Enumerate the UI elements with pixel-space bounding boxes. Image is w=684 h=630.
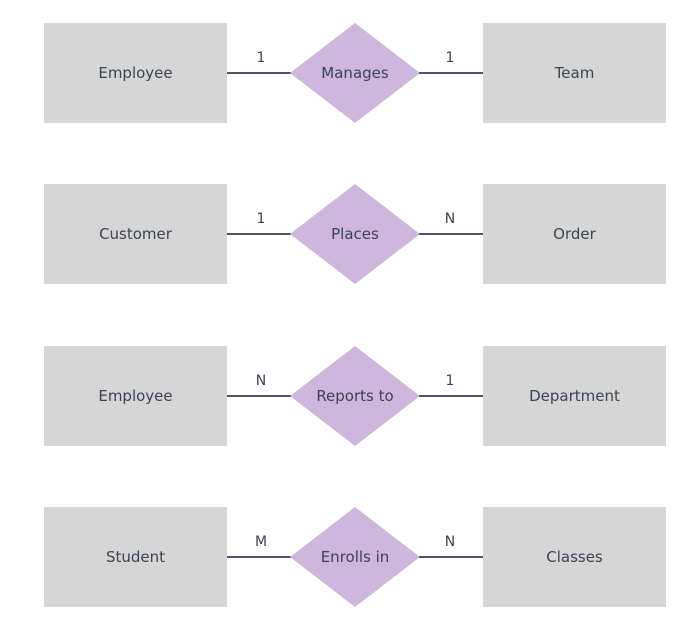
cardinality-label: N [444, 534, 456, 550]
relationship-row-reports-to: Employee N Reports to 1 Department [0, 346, 684, 446]
connector-line [227, 395, 291, 397]
relationship-label: Places [331, 225, 379, 243]
entity-label: Team [554, 64, 595, 82]
diamond-shape [290, 23, 420, 123]
entity-student: Student [44, 507, 227, 607]
cardinality-label: 1 [445, 50, 455, 66]
entity-order: Order [483, 184, 666, 284]
entity-department: Department [483, 346, 666, 446]
connector-line [419, 556, 483, 558]
connector-line [419, 233, 483, 235]
connector-line [227, 556, 291, 558]
connector-line [419, 395, 483, 397]
diamond-shape [290, 346, 420, 446]
entity-label: Customer [99, 225, 172, 243]
entity-label: Employee [98, 64, 173, 82]
relationship-row-enrolls-in: Student M Enrolls in N Classes [0, 507, 684, 607]
entity-label: Department [529, 387, 620, 405]
entity-classes: Classes [483, 507, 666, 607]
entity-label: Employee [98, 387, 173, 405]
relationship-label: Enrolls in [320, 548, 390, 566]
entity-customer: Customer [44, 184, 227, 284]
relationship-row-manages: Employee 1 Manages 1 Team [0, 23, 684, 123]
cardinality-label: N [255, 373, 267, 389]
relationship-diamond-enrolls-in: Enrolls in [290, 507, 420, 607]
relationship-diamond-manages: Manages [290, 23, 420, 123]
connector-line [419, 72, 483, 74]
cardinality-label: 1 [256, 50, 266, 66]
entity-employee: Employee [44, 346, 227, 446]
entity-team: Team [483, 23, 666, 123]
connector-line [227, 233, 291, 235]
entity-label: Student [105, 548, 166, 566]
cardinality-label: 1 [445, 373, 455, 389]
relationship-label: Reports to [316, 387, 394, 405]
connector-line [227, 72, 291, 74]
cardinality-label: N [444, 211, 456, 227]
relationship-row-places: Customer 1 Places N Order [0, 184, 684, 284]
diamond-shape [290, 507, 420, 607]
entity-label: Order [553, 225, 596, 243]
relationship-diamond-places: Places [290, 184, 420, 284]
cardinality-label: 1 [256, 211, 266, 227]
entity-employee: Employee [44, 23, 227, 123]
relationship-label: Manages [321, 64, 389, 82]
diamond-shape [290, 184, 420, 284]
cardinality-label: M [254, 534, 268, 550]
entity-label: Classes [546, 548, 603, 566]
relationship-diamond-reports-to: Reports to [290, 346, 420, 446]
